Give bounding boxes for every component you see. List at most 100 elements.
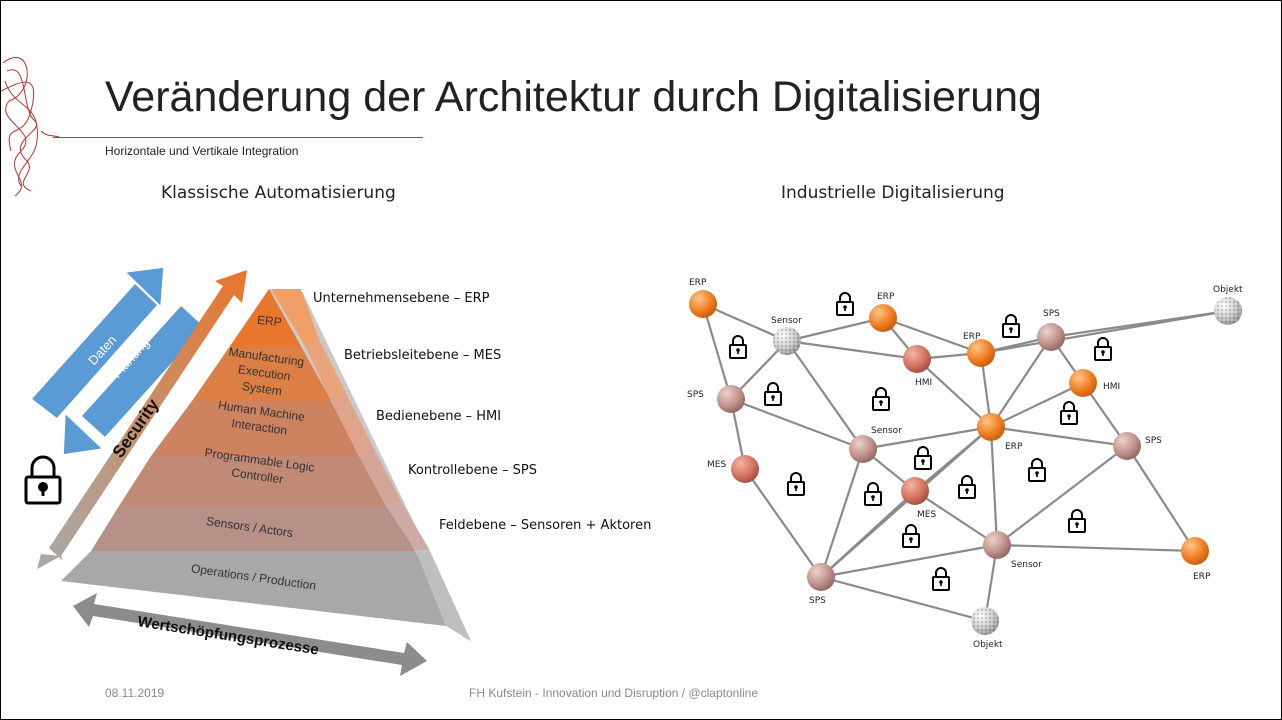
network-node-label-objekt1: Objekt [1213,285,1243,295]
network-node-erp3 [967,339,995,367]
network-edge-sensor2-erp4 [862,425,992,451]
network-node-sps1 [1037,323,1065,351]
network-edge-erp1-sps2 [701,303,733,400]
pyramid-side-mes [305,339,346,401]
security-arrow-tail [37,554,61,569]
network-lock-icon [764,382,782,406]
network-edge-mes1-sps4 [744,468,822,578]
network-node-erp1 [689,290,717,318]
footer-date: 08.11.2019 [105,686,165,700]
network-lock-icon [787,472,805,496]
security-lock-icon [24,455,62,505]
network-node-label-erp5: ERP [1193,572,1211,582]
network-lock-icon [958,475,976,499]
network-node-label-erp2: ERP [877,292,895,302]
level-label-erp: Unternehmensebene – ERP [313,291,490,306]
title-rule [53,137,423,138]
planung-arrow-head [62,411,105,456]
network-edge-erp1-sensor1 [702,302,788,343]
network-node-label-erp4: ERP [1005,442,1023,452]
network-edge-sps2-sensor2 [730,397,864,451]
network-lock-icon [864,482,882,506]
network-edge-erp2-erp3 [882,316,982,355]
network-lock-icon [902,524,920,548]
pyramid-side-operations [416,549,471,641]
network-node-mes1 [731,455,759,483]
network-node-texture-sensor1 [773,327,801,355]
network-edge-sps3-erp5 [1126,445,1196,552]
network-edge-sensor1-sensor2 [786,340,864,450]
footer-text: FH Kufstein - Innovation und Disruption … [469,686,759,700]
network-node-sps4 [807,563,835,591]
network-node-erp5 [1181,537,1209,565]
page-title: Veränderung der Architektur durch Digita… [105,73,1042,121]
network-node-sensor2 [849,435,877,463]
network-lock-icon [729,335,747,359]
level-label-sps: Kontrollebene – SPS [408,463,537,478]
network-lock-icon [932,567,950,591]
page-subtitle: Horizontale und Vertikale Integration [105,144,299,158]
network-node-sps3 [1113,432,1141,460]
network-lock-icon [1060,401,1078,425]
network-node-sensor3 [983,531,1011,559]
network-node-label-hmi2: HMI [1103,382,1120,392]
network-node-erp2 [869,304,897,332]
level-label-field: Feldebene – Sensoren + Aktoren [439,518,652,533]
pyramid-layer-sensors [91,506,416,551]
network-edge-erp4-sps3 [990,425,1128,448]
network-node-label-mes2: MES [917,510,936,520]
network-lock-icon [914,446,932,470]
level-label-hmi: Bedienebene – HMI [376,409,502,424]
network-lock-icon [872,387,890,411]
network-node-label-sensor2: Sensor [871,426,902,436]
network-lock-icon [1028,458,1046,482]
pyramid-layer-operations [61,551,446,626]
network-node-label-mes1: MES [707,460,726,470]
pyramid-layer-plc [119,456,386,506]
pyramid-side-hmi [331,393,373,456]
network-edge-sps4-objekt2 [820,575,986,623]
network-lock-icon [1094,337,1112,361]
network-node-erp4 [977,413,1005,441]
right-section-heading: Industrielle Digitalisierung [781,183,1005,203]
network-node-label-sensor1: Sensor [771,316,802,326]
network-node-label-sps1: SPS [1043,309,1060,319]
mes-line-3: System [241,379,283,398]
network-edge-erp4-sensor3 [989,426,999,546]
network-node-sps2 [717,385,745,413]
network-node-hmi1 [903,345,931,373]
network-edge-sps1-erp4 [990,336,1052,428]
network-edge-hmi2-erp4 [990,382,1084,428]
network-edge-erp3-objekt1 [980,309,1229,355]
scribble-logo-icon [1,56,60,197]
network-edge-sensor3-sps4 [820,543,998,579]
pyramid-side-erp [271,289,319,346]
network-edge-sensor1-erp2 [786,316,884,343]
network-node-label-sensor3: Sensor [1011,560,1042,570]
network-node-label-erp3: ERP [963,332,981,342]
network-edge-sps3-sensor3 [996,445,1128,546]
network-edge-sensor3-erp5 [996,543,1196,553]
network-node-hmi2 [1069,369,1097,397]
left-section-heading: Klassische Automatisierung [161,183,396,203]
daten-arrow-head [123,266,165,309]
network-edge-sensor2-sps4 [819,448,865,578]
network-node-texture-objekt1 [1214,297,1242,325]
network-node-label-hmi1: HMI [915,378,932,388]
pyramid-side-sensors [386,501,429,551]
network-lock-icon [1002,314,1020,338]
network-node-label-sps4: SPS [809,596,826,606]
wertschoepfung-arrow [73,593,427,676]
network-lock-icon [1068,509,1086,533]
network-edge-hmi1-erp4 [916,358,992,428]
network-node-label-sps2: SPS [687,390,704,400]
pyramid-layer-hmi [151,401,359,456]
network-lock-icon [836,292,854,316]
pyramid-side-plc [359,447,401,506]
pyramid-label-erp: ERP [256,313,282,330]
network-node-label-sps3: SPS [1145,436,1162,446]
security-arrow [49,270,247,561]
network-edge-erp4-sps4 [820,426,992,578]
